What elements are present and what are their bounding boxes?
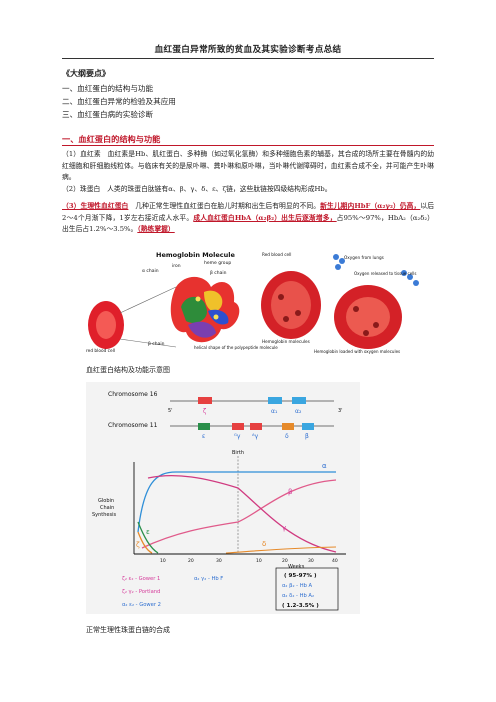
legend-portland: ζ₂ γ₂ - Portland bbox=[122, 589, 160, 595]
pct-hba: ( 95-97% ) bbox=[284, 573, 317, 579]
para3-text3: 占95%～97%，HbA₂（α₂δ₂）出生后占1.2%～3.5%。 bbox=[62, 213, 434, 234]
gene-label-delta: δ bbox=[285, 433, 289, 440]
x-tick: 20 bbox=[282, 558, 288, 564]
para3-text2: 以后2～4个月渐下降，1岁左右接近成人水平。 bbox=[62, 202, 435, 222]
label-hemoglobin-molecules: Hemoglobin molecules bbox=[262, 339, 310, 344]
legend-gower1: ζ₂ ε₂ - Gower 1 bbox=[122, 576, 160, 582]
gene-epsilon bbox=[198, 423, 210, 430]
para3-text: 几种正常生理性血红蛋白在胎儿时期和出生后有明显的不同。 bbox=[128, 202, 321, 210]
five-prime-label: 5' bbox=[168, 408, 173, 414]
y-axis-label-2: Chain bbox=[100, 505, 114, 511]
label-alpha-chain: α chain bbox=[142, 268, 159, 274]
hemoglobin-figure: Hemoglobin Molecule α chain iron heme gr… bbox=[86, 247, 426, 355]
curve-label-delta: δ bbox=[262, 540, 266, 548]
gene-delta bbox=[282, 423, 294, 430]
curve-alpha bbox=[137, 471, 336, 533]
label-red-blood-cell: red blood cell bbox=[86, 348, 115, 354]
gene-label-a-gamma: ᴬγ bbox=[252, 433, 259, 440]
x-tick: 40 bbox=[332, 558, 338, 564]
outline-item: 二、血红蛋白异常的检验及其应用 bbox=[62, 97, 176, 106]
molecule-title: Hemoglobin Molecule bbox=[156, 251, 235, 259]
gene-label-alpha1: α₁ bbox=[271, 408, 278, 415]
oxygen-transport-panel bbox=[261, 254, 419, 349]
label-oxygen-from-lungs: Oxygen from lungs bbox=[344, 255, 384, 260]
label-red-blood-cell-right: Red blood cell bbox=[262, 252, 291, 257]
outline-item: 三、血红蛋白病的实验诊断 bbox=[62, 110, 154, 119]
para3-hbf: 新生儿期内HbF（α₂γ₂）仍高， bbox=[320, 202, 421, 210]
legend-gower2: α₂ ε₂ - Gower 2 bbox=[122, 602, 161, 608]
gene-label-zeta: ζ bbox=[203, 408, 206, 415]
curve-label-beta: β bbox=[288, 488, 292, 496]
hemoglobin-molecule-icon bbox=[170, 276, 240, 343]
x-ticks: 10 20 30 10 20 30 40 bbox=[160, 558, 338, 564]
paragraph-physiologic-hb: （3）生理性血红蛋白 几种正常生理性血红蛋白在胎儿时期和出生后有明显的不同。新生… bbox=[62, 201, 434, 236]
label-helical-shape: helical shape of the polypeptide molecul… bbox=[194, 345, 278, 350]
outline-heading: 《大纲要点》 bbox=[62, 68, 110, 78]
para3-lead: （3）生理性血红蛋白 bbox=[62, 202, 129, 210]
y-axis-label-3: Synthesis bbox=[92, 512, 117, 518]
birth-label: Birth bbox=[232, 450, 244, 456]
gene-label-alpha2: α₂ bbox=[295, 408, 302, 415]
curve-epsilon bbox=[137, 521, 159, 554]
chromosome11-label: Chromosome 11 bbox=[108, 422, 158, 429]
globin-synthesis-figure: Chromosome 16 5' 3' ζ α₁ α₂ Chromosome 1… bbox=[86, 382, 360, 614]
section-heading: 一、血红蛋白的结构与功能 bbox=[62, 134, 161, 144]
outline-list: 一、血红蛋白的结构与功能 二、血红蛋白异常的检验及其应用 三、血红蛋白病的实验诊… bbox=[62, 82, 176, 121]
legend: ζ₂ ε₂ - Gower 1 α₂ γ₂ - Hb F ζ₂ γ₂ - Por… bbox=[122, 576, 314, 608]
label-beta-chain-bottom: β chain bbox=[148, 341, 165, 347]
x-tick: 10 bbox=[256, 558, 262, 564]
pct-hba2: ( 1.2-3.5% ) bbox=[282, 603, 319, 609]
x-tick: 20 bbox=[188, 558, 194, 564]
label-heme-group: heme group bbox=[204, 260, 231, 266]
curve-label-gamma: γ bbox=[282, 524, 286, 532]
three-prime-label: 3' bbox=[338, 408, 343, 414]
header-rule bbox=[62, 58, 434, 59]
outline-item: 一、血红蛋白的结构与功能 bbox=[62, 84, 154, 93]
document-title: 血红蛋白异常所致的贫血及其实验诊断考点总结 bbox=[154, 45, 342, 55]
legend-hba: α₂ β₂ - Hb A bbox=[282, 583, 313, 589]
gene-alpha2 bbox=[292, 397, 306, 404]
figure2-caption: 正常生理性珠蛋白链的合成 bbox=[86, 626, 170, 634]
label-beta-chain-top: β chain bbox=[210, 270, 227, 276]
gene-zeta bbox=[198, 397, 212, 404]
curve-gamma bbox=[147, 474, 337, 553]
para3-mastery-tag: （熟练掌握） bbox=[137, 225, 175, 233]
curve-delta bbox=[225, 546, 337, 554]
curve-beta bbox=[141, 479, 337, 549]
curve-label-epsilon: ε bbox=[146, 528, 150, 536]
gene-label-epsilon: ε bbox=[202, 433, 205, 440]
y-axis-label-1: Globin bbox=[98, 498, 114, 504]
legend-hbf: α₂ γ₂ - Hb F bbox=[194, 576, 223, 582]
label-hemoglobin-loaded: Hemoglobin loaded with oxygen molecules bbox=[314, 349, 400, 354]
curve-label-zeta: ζ bbox=[136, 541, 140, 549]
section-rule bbox=[62, 145, 434, 146]
gene-a-gamma bbox=[250, 423, 262, 430]
x-tick: 10 bbox=[160, 558, 166, 564]
curve-zeta bbox=[137, 531, 153, 554]
chromosome16-label: Chromosome 16 bbox=[108, 391, 158, 398]
legend-hba2: α₂ δ₂ - Hb A₂ bbox=[282, 593, 314, 599]
gene-beta bbox=[302, 423, 314, 430]
paragraph-heme: （1）血红素 血红素是Hb、肌红蛋白、多种酶（如过氧化氢酶）和多种细胞色素的辅基… bbox=[62, 150, 434, 181]
percentage-box bbox=[275, 567, 339, 611]
curve-label-alpha: α bbox=[322, 462, 327, 470]
gene-label-g-gamma: ᴳγ bbox=[234, 433, 241, 440]
para3-hba: 成人血红蛋白HbA（α₂β₂）出生后逐渐增多， bbox=[193, 213, 337, 222]
figure1-caption: 血红蛋白结构及功能示意图 bbox=[86, 366, 170, 374]
x-axis-label: Weeks bbox=[288, 564, 305, 570]
gene-alpha1 bbox=[268, 397, 282, 404]
x-tick: 30 bbox=[216, 558, 222, 564]
label-oxygen-released: Oxygen released to tissue cells bbox=[354, 271, 416, 276]
label-iron: iron bbox=[172, 263, 181, 269]
gene-g-gamma bbox=[232, 423, 244, 430]
gene-label-beta: β bbox=[305, 433, 309, 440]
paragraph-globin: （2）珠蛋白 人类的珠蛋白肽链有α、β、γ、δ、ε、ζ链，这些肽链按四级结构形成… bbox=[62, 185, 332, 193]
x-tick: 30 bbox=[308, 558, 314, 564]
rbc-left-core bbox=[96, 311, 116, 339]
